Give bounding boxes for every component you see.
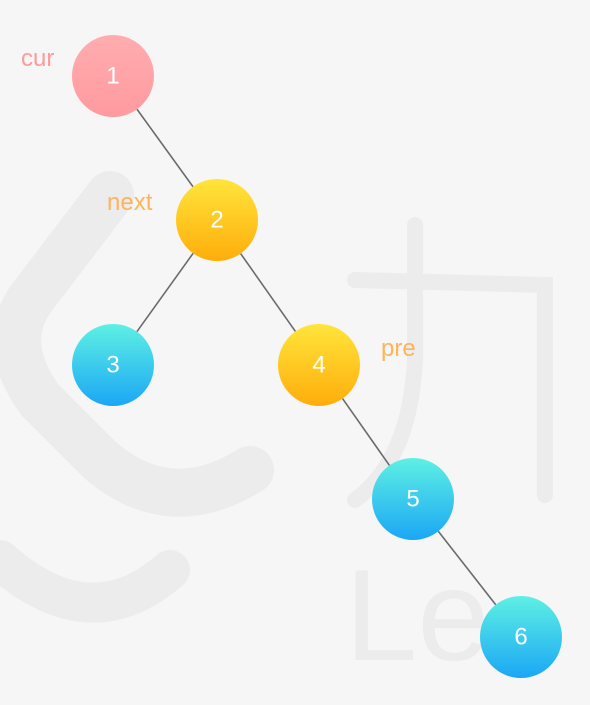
node-circle [176, 179, 258, 261]
node-circle [72, 35, 154, 117]
edge-2-4 [239, 253, 297, 332]
node-value-label: 3 [106, 351, 119, 378]
tree-node-4: 4 [278, 324, 360, 406]
node-value-label: 4 [312, 351, 325, 378]
watermark-arc-shape [0, 540, 190, 623]
node-value-label: 1 [106, 62, 119, 89]
watermark-logo: Le [0, 171, 553, 688]
node-value-label: 5 [406, 485, 419, 512]
pointer-label-next: next [107, 189, 153, 216]
tree-node-2: 2 [176, 179, 258, 261]
node-circle [372, 458, 454, 540]
pointer-label-pre: pre [381, 335, 416, 362]
pointer-label-cur: cur [21, 45, 54, 72]
edge-4-5 [341, 398, 391, 466]
edge-5-6 [437, 530, 497, 606]
node-value-label: 6 [514, 623, 527, 650]
tree-edges [136, 108, 497, 606]
tree-node-5: 5 [372, 458, 454, 540]
node-value-label: 2 [210, 206, 223, 233]
edge-1-2 [136, 108, 194, 188]
watermark-swoosh-shape [0, 171, 274, 517]
edge-2-3 [136, 252, 194, 333]
node-circle [278, 324, 360, 406]
node-circle [480, 596, 562, 678]
node-circle [72, 324, 154, 406]
tree-node-3: 3 [72, 324, 154, 406]
tree-nodes: 1 2 3 4 5 6 [72, 35, 562, 678]
pointer-labels: cur next pre [21, 45, 416, 362]
tree-node-1: 1 [72, 35, 154, 117]
tree-node-6: 6 [480, 596, 562, 678]
watermark-glyph-stroke [347, 217, 423, 508]
watermark-text: Le [345, 542, 490, 688]
